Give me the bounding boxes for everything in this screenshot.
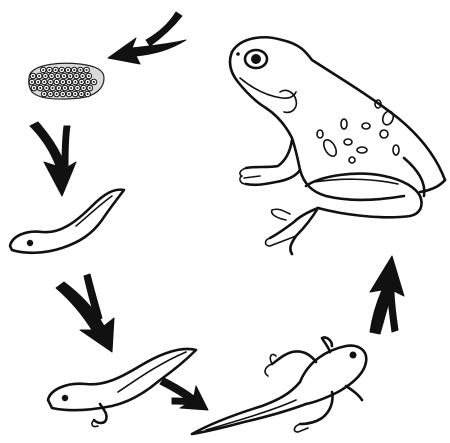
arrow-froglet-to-frog-icon	[370, 256, 404, 334]
tadpole-icon	[10, 190, 124, 253]
arrow-tadpole-to-legged-tadpole-icon	[56, 274, 114, 352]
arrow-frog-to-eggs-icon	[108, 12, 186, 64]
arrow-eggs-to-tadpole-icon	[30, 122, 76, 196]
arrow-legged-tadpole-to-froglet-icon	[160, 378, 208, 410]
frog-eggs-icon	[29, 63, 104, 99]
frog-icon	[230, 37, 445, 254]
froglet-icon	[192, 337, 366, 434]
